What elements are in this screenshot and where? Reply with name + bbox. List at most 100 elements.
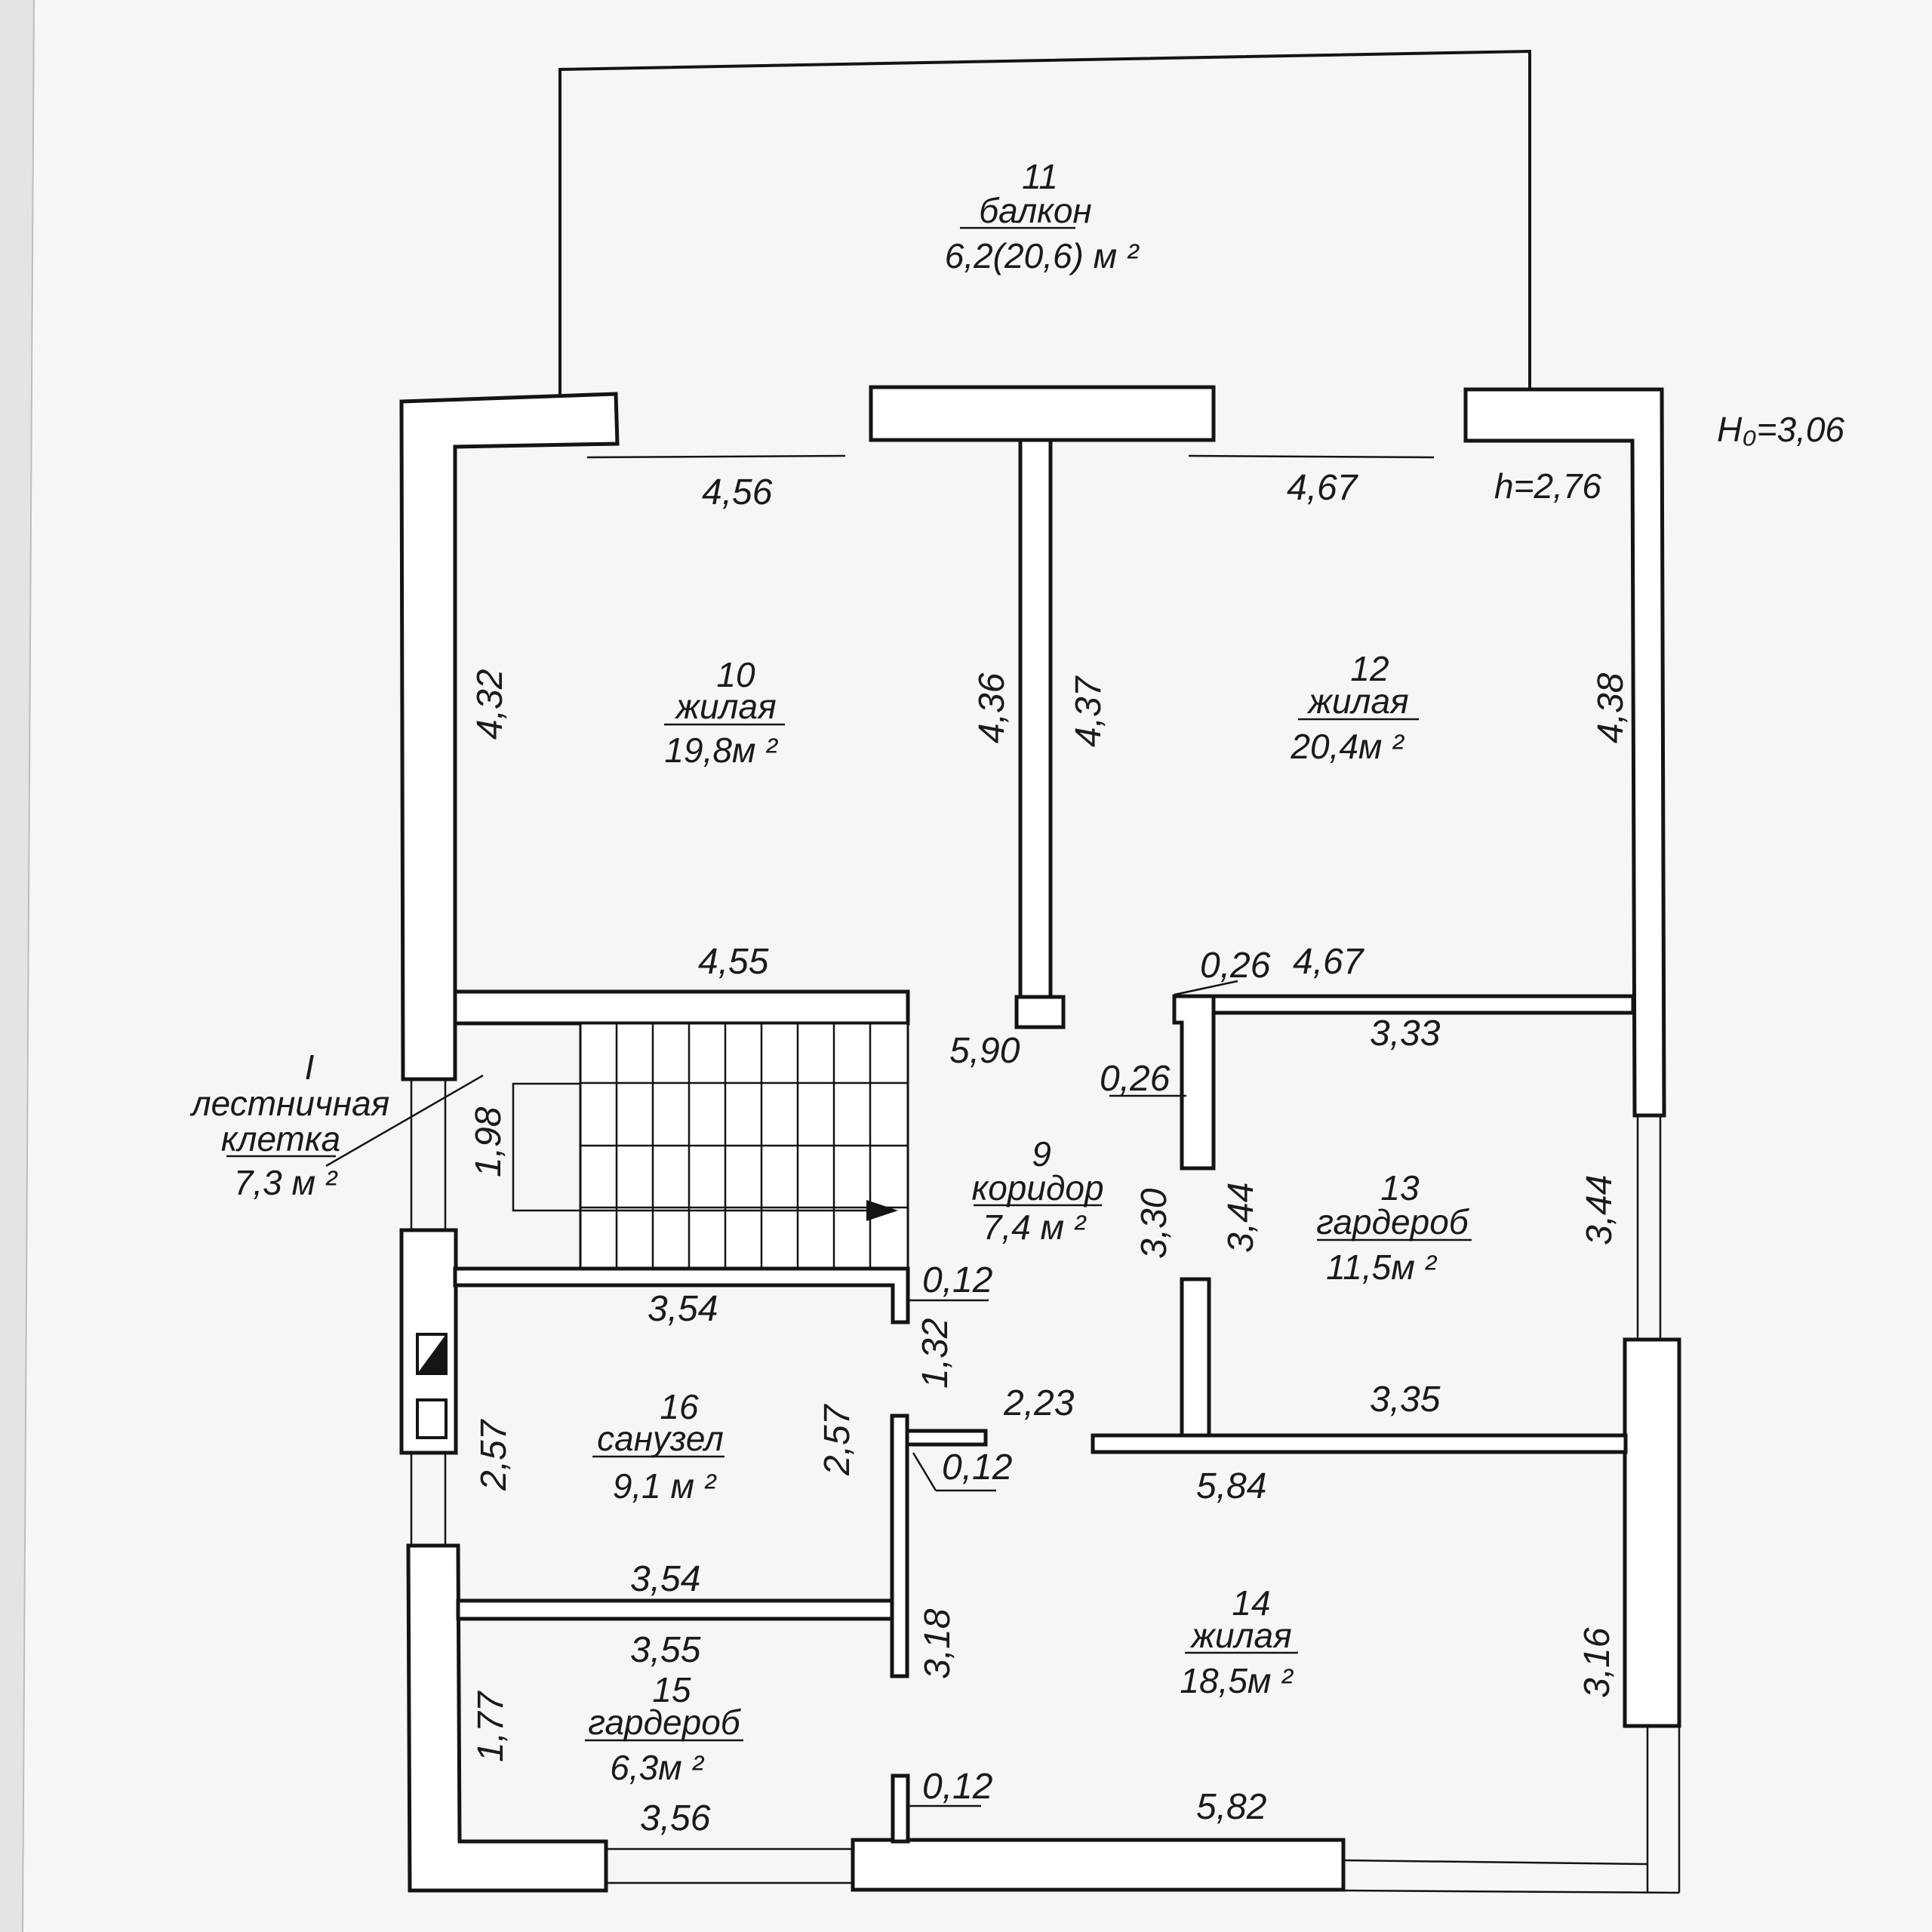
interior-wall-stair-bottom [453, 1266, 910, 1324]
room-living-14-label: 14 жилая 18,5м ² [1180, 1583, 1298, 1700]
leader-012-b [912, 1452, 937, 1491]
interior-wall-bath-right [890, 1414, 909, 1678]
dim-r13-top-b: 4,67 [1293, 942, 1365, 982]
dim-stair-top: 4,55 [698, 942, 769, 982]
bottom-right-window-2 [1343, 1889, 1680, 1894]
dim-r13-right: 3,44 [1580, 1175, 1620, 1245]
room-area: 7,3 м ² [234, 1163, 338, 1202]
dim-stair-height: 1,98 [469, 1106, 509, 1177]
balcony-outline [558, 49, 1531, 396]
dim-wall-012-c: 0,12 [922, 1767, 992, 1807]
room-name: балкон [979, 191, 1092, 230]
ceiling-height-label: h=2,76 [1494, 466, 1601, 506]
dim-r13-top-a: 0,26 [1200, 946, 1271, 986]
bottom-right-window-1 [1343, 1859, 1648, 1866]
exterior-wall-right-lower [1623, 1337, 1681, 1728]
dim-r10-right: 4,36 [972, 672, 1012, 743]
interior-wall-bath-wardrobe [456, 1598, 894, 1621]
dim-r10-left: 4,32 [470, 669, 510, 740]
dim-corridor-len: 5,90 [949, 1031, 1020, 1071]
room-name: жилая [1306, 681, 1408, 721]
exterior-wall-top-right [1463, 387, 1666, 1118]
dim-bath-bottom: 3,54 [630, 1559, 700, 1599]
room-number: 10 [716, 655, 755, 694]
room-number: 15 [652, 1670, 691, 1709]
interior-wall-jog [1172, 994, 1216, 1171]
dim-wd15-left: 1,77 [471, 1690, 511, 1762]
exterior-wall-bottom-left [406, 1543, 608, 1893]
dim-corr-132: 1,32 [915, 1318, 955, 1389]
room-name-line1: лестничная [189, 1084, 390, 1123]
dimension-labels: 4,56 4,67 4,32 4,36 4,37 4,38 4,55 0,26 … [469, 468, 1631, 1838]
room-number: 11 [1022, 157, 1058, 196]
exterior-wall-top-middle [869, 385, 1216, 442]
room-area: 19,8м ² [664, 731, 778, 770]
dim-r12-right: 4,38 [1591, 672, 1631, 743]
dim-r13-left: 3,44 [1221, 1183, 1261, 1253]
room-name-line2: клетка [221, 1119, 340, 1158]
vent-duct-empty [416, 1398, 448, 1439]
dim-r12-left: 4,37 [1069, 675, 1109, 747]
dim-wall-012-a: 0,12 [922, 1260, 992, 1300]
dim-r14-bottom: 5,82 [1196, 1787, 1266, 1827]
dim-bath-top: 3,54 [648, 1289, 718, 1329]
total-height-label: Н₀=3,06 [1717, 410, 1844, 449]
dim-r13-bottom: 3,35 [1370, 1380, 1441, 1420]
interior-wall-bath-stub [905, 1429, 988, 1447]
exterior-wall-bottom-middle [851, 1838, 1346, 1892]
vent-duct-fill-icon [417, 1334, 446, 1374]
room-name: жилая [674, 687, 776, 726]
room-number: 16 [660, 1387, 699, 1426]
room-stairwell-label: I лестничная клетка 7,3 м ² [189, 1048, 390, 1202]
room-area: 6,2(20,6) м ² [945, 236, 1140, 275]
dim-r14-right: 3,16 [1577, 1627, 1617, 1698]
interior-wall-stair-top [453, 989, 910, 1026]
room-number: 14 [1232, 1583, 1270, 1623]
dim-r14-left: 3,18 [918, 1608, 958, 1679]
room-wardrobe-13-label: 13 гардероб 11,5м ² [1316, 1168, 1472, 1287]
dim-r14-top: 5,84 [1196, 1466, 1266, 1506]
dim-wd15-bottom: 3,56 [640, 1798, 711, 1838]
room-area: 7,4 м ² [983, 1208, 1087, 1247]
room-name: жилая [1189, 1616, 1291, 1655]
interior-wall-r13-r14 [1091, 1433, 1628, 1454]
room-corridor-label: 9 коридор 7,4 м ² [971, 1134, 1103, 1247]
dim-wd15-top: 3,55 [630, 1630, 701, 1670]
stair-direction-arrow-icon [866, 1200, 898, 1221]
interior-wall-center [1018, 438, 1053, 999]
room-name: гардероб [1316, 1202, 1470, 1241]
dim-line-r12-top [1188, 454, 1435, 459]
room-bathroom-label: 16 санузел 9,1 м ² [592, 1387, 724, 1506]
dim-bath-left: 2,57 [474, 1418, 514, 1491]
interior-wall-r12-r13 [1211, 994, 1635, 1015]
paper-left-edge-line [22, 0, 35, 1932]
dim-r12-top: 4,67 [1287, 468, 1359, 508]
room-balcony-label: 11 балкон 6,2(20,6) м ² [945, 157, 1140, 275]
dim-bath-right: 2,57 [817, 1403, 857, 1476]
room-name: коридор [971, 1168, 1103, 1208]
room-wardrobe-15-label: 15 гардероб 6,3м ² [585, 1670, 743, 1787]
room-living-12-label: 12 жилая 20,4м ² [1290, 649, 1419, 766]
room-area: 20,4м ² [1290, 727, 1404, 766]
room-area: 6,3м ² [610, 1748, 704, 1787]
dim-jog-026: 0,26 [1100, 1059, 1171, 1099]
room-number: I [305, 1048, 315, 1087]
dim-corr-223: 2,23 [1003, 1383, 1075, 1423]
exterior-wall-top-left [399, 392, 620, 1081]
room-name: санузел [597, 1419, 724, 1458]
dim-wall-012-b: 0,12 [942, 1447, 1012, 1487]
dim-r10-top: 4,56 [702, 472, 773, 512]
room-number: 12 [1350, 649, 1389, 688]
dim-line-r10-top [586, 454, 846, 459]
dim-r13-inner: 3,33 [1370, 1014, 1441, 1054]
interior-wall-r13-left-lower [1180, 1277, 1211, 1438]
stair-leader-line [325, 1074, 484, 1168]
room-area: 11,5м ² [1326, 1247, 1437, 1287]
interior-wall-center-cap [1014, 995, 1066, 1029]
leader-026-a [1174, 980, 1238, 996]
room-area: 9,1 м ² [613, 1466, 717, 1506]
staircase [512, 1022, 909, 1270]
room-number: 13 [1380, 1168, 1420, 1208]
